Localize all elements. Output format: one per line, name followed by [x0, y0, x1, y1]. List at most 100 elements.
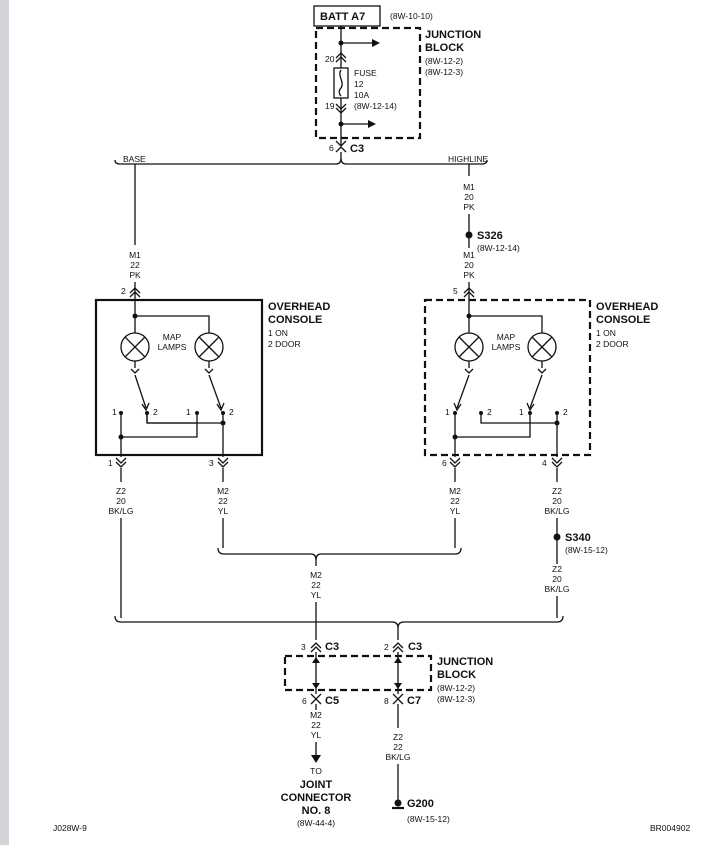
connector-chevron-icon — [392, 698, 404, 705]
connector-chevron-icon — [335, 103, 347, 110]
connector-chevron-icon — [129, 291, 141, 298]
wire-color: BK/LG — [544, 584, 569, 594]
switch-cross — [121, 423, 198, 438]
switch-tip — [216, 402, 225, 412]
c3b-pin: 2 — [384, 642, 389, 652]
fuse-ref: (8W-12-14) — [354, 101, 397, 111]
connector-chevron-icon — [392, 646, 404, 653]
console-left-title1: OVERHEAD — [268, 301, 330, 313]
console-right-title2: CONSOLE — [596, 314, 650, 326]
connector-chevron-icon — [115, 457, 127, 464]
switch-pin: 1 — [519, 407, 524, 417]
batt-ref: (8W-10-10) — [390, 11, 433, 21]
wire-gauge: 20 — [464, 260, 474, 270]
lamps-label1: MAP — [497, 332, 516, 342]
console-left-pin-br: 3 — [209, 458, 214, 468]
wire-circuit: M2 — [310, 710, 322, 720]
connector-chevron-icon — [310, 698, 322, 705]
wire-circuit: M2 — [217, 486, 229, 496]
switch-pin: 2 — [487, 407, 492, 417]
c5-pin: 6 — [302, 696, 307, 706]
console-right-pin-top: 5 — [453, 286, 458, 296]
c3b-label: C3 — [408, 641, 422, 653]
wire-color: PK — [129, 270, 141, 280]
wire-circuit: M1 — [463, 250, 475, 260]
c7-label: C7 — [407, 695, 421, 707]
batt-label: BATT A7 — [320, 11, 365, 23]
wire-circuit: M1 — [129, 250, 141, 260]
wire-color: BK/LG — [544, 506, 569, 516]
left-margin-bar — [0, 0, 9, 845]
bottom-jb-ref1: (8W-12-2) — [437, 683, 475, 693]
wire-color: YL — [450, 506, 461, 516]
arrow-right-icon — [372, 39, 380, 47]
console-right-pin-br: 4 — [542, 458, 547, 468]
top-jb-ref2: (8W-12-3) — [425, 67, 463, 77]
s326-ref: (8W-12-14) — [477, 243, 520, 253]
s340-ref: (8W-15-12) — [565, 545, 608, 555]
console-left-sub1: 1 ON — [268, 328, 288, 338]
switch-pin: 2 — [153, 407, 158, 417]
wire-circuit: Z2 — [393, 732, 403, 742]
switch-pin: 2 — [229, 407, 234, 417]
connector-chevron-icon — [129, 287, 141, 294]
top-jb-title2: BLOCK — [425, 42, 464, 54]
connector-chevron-icon — [551, 457, 563, 464]
junction-dot — [452, 434, 458, 440]
batt-box — [313, 5, 381, 27]
joint-line1: JOINT — [300, 779, 333, 791]
arrow-right-icon — [368, 120, 376, 128]
console-right-title1: OVERHEAD — [596, 301, 658, 313]
wire-gauge: 20 — [552, 574, 562, 584]
fuse-rating: 10A — [354, 90, 369, 100]
bottom-jb-title1: JUNCTION — [437, 656, 493, 668]
arrow-up-icon — [394, 657, 402, 663]
arrow-down-icon — [312, 683, 320, 689]
wire-color: BK/LG — [108, 506, 133, 516]
connector-chevron-icon — [335, 52, 347, 59]
c5-label: C5 — [325, 695, 339, 707]
wire-color: YL — [311, 730, 322, 740]
console-left-pin-bl: 1 — [108, 458, 113, 468]
console-left-sub2: 2 DOOR — [268, 339, 301, 349]
junction-dot — [220, 420, 226, 426]
switch-tip — [141, 402, 150, 412]
switch-blade — [529, 374, 543, 409]
arrow-down-icon — [394, 683, 402, 689]
overhead-console-highline: 5 OVERHEAD CONSOLE 1 ON 2 DOOR MAP LAMPS… — [423, 286, 658, 468]
wire-color: YL — [311, 590, 322, 600]
connector-chevron-icon — [392, 642, 404, 649]
connector-chevron-icon — [310, 642, 322, 649]
wire-color: PK — [463, 202, 475, 212]
g200-label: G200 — [407, 798, 434, 810]
fuse-number: 12 — [354, 79, 364, 89]
junction-dot — [132, 313, 138, 319]
output-m2: M2 22 YL TO JOINT CONNECTOR NO. 8 (8W-44… — [281, 704, 351, 828]
top-jb-ref1: (8W-12-2) — [425, 56, 463, 66]
lamp-feed — [468, 302, 543, 333]
junction-dot — [466, 313, 472, 319]
battery-source: BATT A7 (8W-10-10) — [313, 5, 433, 27]
bottom-jb-ref2: (8W-12-3) — [437, 694, 475, 704]
connector-chevron-icon — [217, 461, 229, 468]
joint-ref: (8W-44-4) — [297, 818, 335, 828]
switch-blade — [208, 374, 222, 409]
switch-blade — [456, 374, 470, 409]
joint-to: TO — [310, 766, 322, 776]
lamp-cross — [124, 336, 146, 358]
switch-pin: 1 — [112, 407, 117, 417]
console-left-pin-top: 2 — [121, 286, 126, 296]
connector-chevron-icon — [130, 368, 140, 374]
console-left-outline — [94, 298, 264, 457]
connector-chevron-icon — [335, 140, 347, 147]
top-junction-block: JUNCTION BLOCK (8W-12-2) (8W-12-3) 20 FU… — [314, 26, 481, 155]
connector-chevron-icon — [463, 287, 475, 294]
branch-bracket — [114, 157, 488, 165]
lamp-cross — [198, 336, 220, 358]
wire-circuit: Z2 — [552, 564, 562, 574]
wire-circuit: M2 — [310, 570, 322, 580]
connector-chevron-icon — [115, 461, 127, 468]
wire-gauge: 22 — [311, 580, 321, 590]
